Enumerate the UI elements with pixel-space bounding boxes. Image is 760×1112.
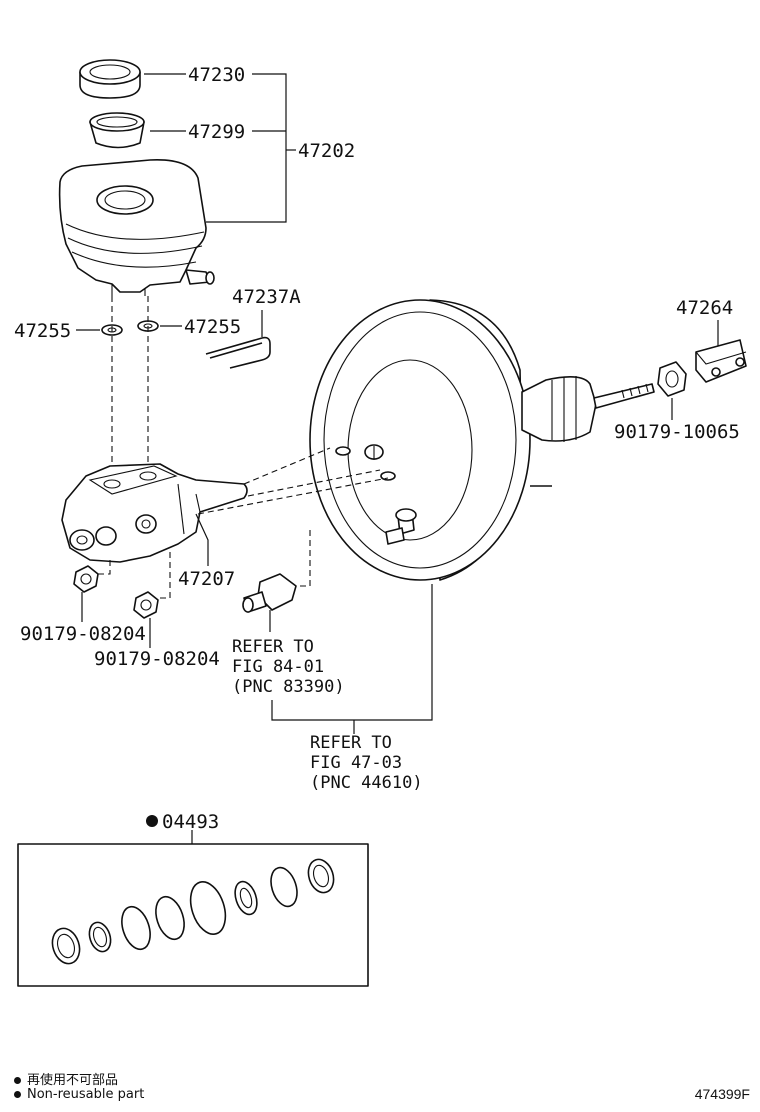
sensor-ref-line-2: FIG 84-01 [232, 657, 324, 677]
reservoir-drawing [58, 159, 215, 296]
sensor-drawing [242, 573, 297, 613]
strainer-drawing [89, 112, 145, 149]
master-cylinder-drawing [61, 463, 248, 563]
legend-dot-icon [14, 1077, 21, 1084]
label-grommet-left: 47255 [14, 320, 71, 342]
label-nut-right: 90179-08204 [94, 648, 220, 670]
legend-japanese: 再使用不可部品 [14, 1069, 118, 1088]
label-grommet-right: 47255 [184, 316, 241, 338]
legend-english: Non-reusable part [14, 1087, 144, 1102]
booster-ref-line-3: (PNC 44610) [310, 773, 423, 793]
booster-ref-line-2: FIG 47-03 [310, 753, 402, 773]
booster-ref-line-1: REFER TO [310, 733, 392, 753]
legend-text-jp: 再使用不可部品 [27, 1073, 119, 1088]
label-nut-clevis: 90179-10065 [614, 421, 740, 443]
label-clevis: 47264 [676, 297, 733, 319]
label-strainer: 47299 [188, 121, 245, 143]
nut-right-drawing [133, 591, 159, 619]
sensor-ref-line-3: (PNC 83390) [232, 677, 345, 697]
kit-seals-drawing [51, 858, 335, 965]
nut-clevis-drawing [657, 361, 687, 397]
label-master-cylinder: 47207 [178, 568, 235, 590]
non-reusable-marker [146, 815, 158, 827]
diagram-id: 474399F [694, 1086, 750, 1102]
label-pin: 47237A [232, 286, 301, 308]
reservoir-cap-drawing [79, 59, 141, 99]
nut-left-drawing [73, 565, 99, 593]
brake-booster-drawing [309, 299, 655, 581]
label-reservoir-assy: 47202 [298, 140, 355, 162]
label-nut-left: 90179-08204 [20, 623, 146, 645]
label-reservoir-cap: 47230 [188, 64, 245, 86]
clevis-drawing [695, 339, 747, 383]
pin-drawing [205, 336, 271, 369]
label-kit: 04493 [162, 811, 219, 833]
legend-dot-icon [14, 1091, 21, 1098]
legend-text-en: Non-reusable part [27, 1087, 145, 1102]
sensor-ref-line-1: REFER TO [232, 637, 314, 657]
